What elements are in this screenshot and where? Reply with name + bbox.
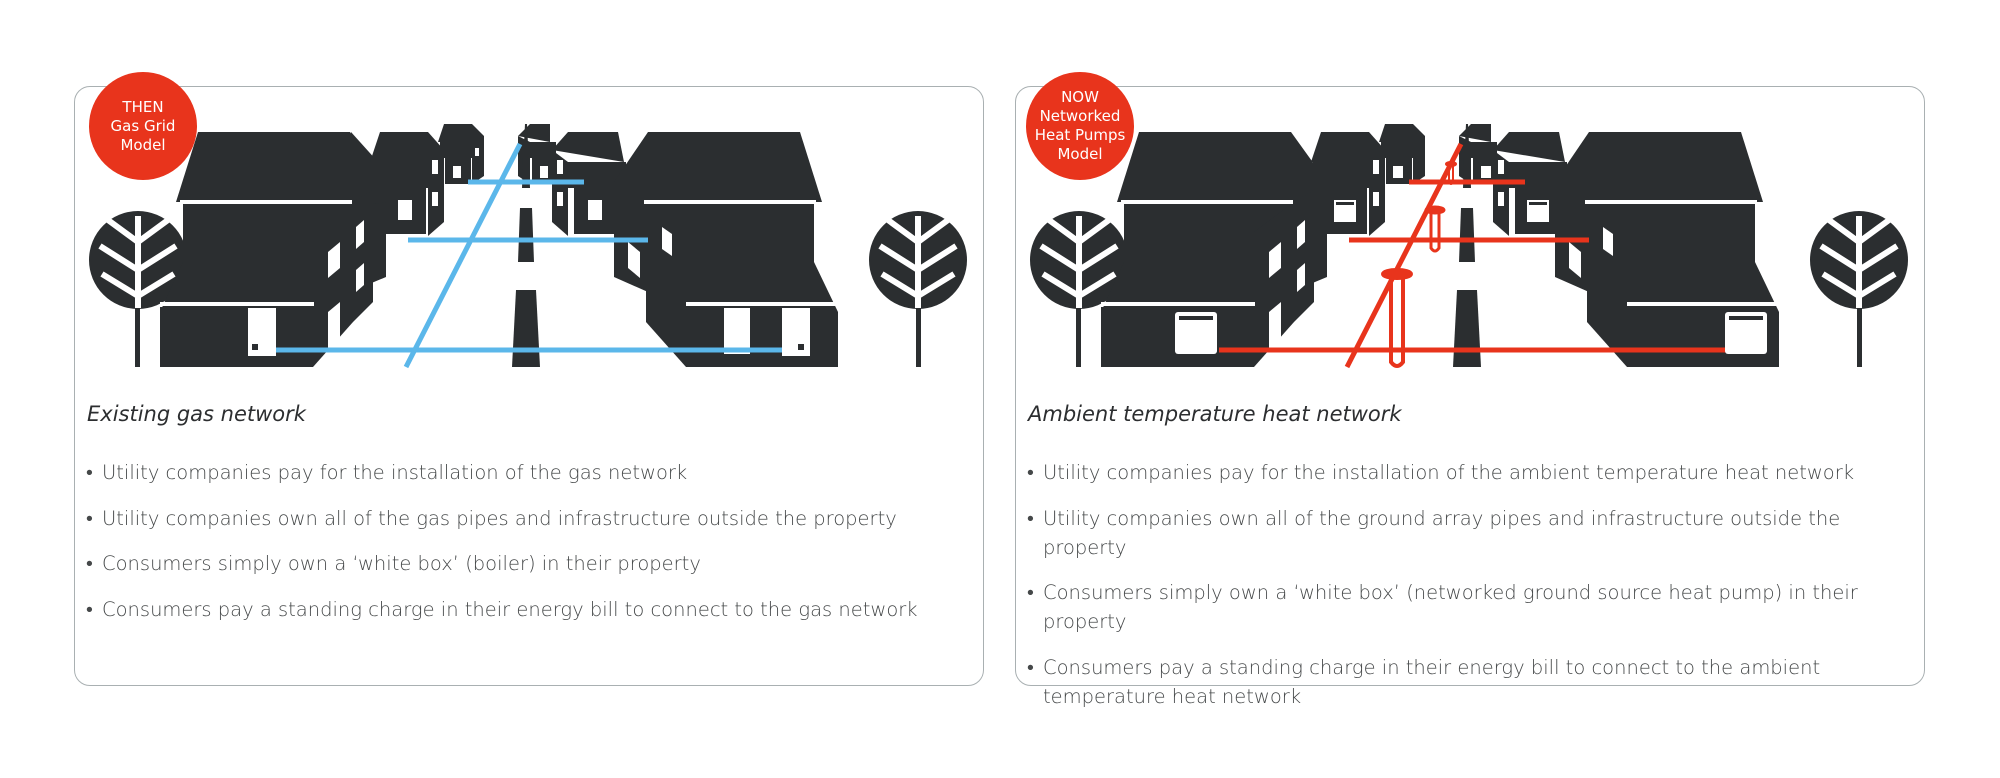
- heat-network-illustration: [1030, 124, 1908, 369]
- badge-line: Networked: [1039, 107, 1121, 125]
- heat-pump-box-icon: [1393, 166, 1403, 178]
- badge-line: Gas Grid: [110, 116, 176, 135]
- ground-array-icon: [1381, 268, 1413, 368]
- badge-line: Model: [1057, 145, 1103, 163]
- bullet-item: Consumers pay a standing charge in their…: [86, 595, 986, 624]
- bullet-item: Consumers simply own a ‘white box’ (netw…: [1027, 578, 1927, 636]
- houses: [1030, 124, 1908, 367]
- house-icon: [552, 132, 626, 236]
- white-box-boiler-icon: [248, 308, 276, 356]
- bullet-item: Consumers pay a standing charge in their…: [1027, 653, 1863, 711]
- heat-pump-box-icon: [1527, 200, 1549, 222]
- heat-network-heading: Ambient temperature heat network: [1028, 402, 1402, 426]
- now-badge: NOW Networked Heat Pumps Model: [1026, 72, 1134, 180]
- badge-line: THEN: [122, 97, 164, 116]
- badge-line: NOW: [1061, 88, 1099, 106]
- bullet-item: Utility companies own all of the gas pip…: [86, 504, 986, 533]
- then-badge: THEN Gas Grid Model: [89, 72, 197, 180]
- ground-array-icon: [1445, 161, 1457, 185]
- bullet-item: Utility companies own all of the ground …: [1027, 504, 1927, 562]
- gas-pipes: [273, 142, 788, 369]
- house-icon: [1555, 132, 1779, 367]
- house-icon: [1311, 132, 1385, 236]
- badge-line: Heat Pumps: [1034, 126, 1126, 144]
- houses: [89, 124, 967, 367]
- heat-pump-box-icon: [1334, 200, 1356, 222]
- heat-pump-box-icon: [1725, 312, 1767, 354]
- gas-network-bullets: Utility companies pay for the installati…: [86, 458, 986, 640]
- tree-icon: [869, 211, 967, 367]
- heat-pump-box-icon: [1175, 312, 1217, 354]
- badge-line: Model: [120, 135, 166, 154]
- tree-icon: [1810, 211, 1908, 367]
- house-icon: [160, 132, 386, 367]
- heat-network-bullets: Utility companies pay for the installati…: [1027, 458, 1927, 727]
- bullet-item: Consumers simply own a ‘white box’ (boil…: [86, 549, 986, 578]
- gas-network-heading: Existing gas network: [87, 402, 306, 426]
- ambient-heat-pipes: [1219, 142, 1729, 369]
- ground-array-icon: [1424, 205, 1446, 253]
- bullet-item: Utility companies pay for the installati…: [1027, 458, 1927, 487]
- house-icon: [1379, 124, 1425, 184]
- heat-pump-box-icon: [1481, 166, 1491, 178]
- white-box-boiler-icon: [782, 308, 810, 356]
- gas-network-illustration: [89, 124, 967, 369]
- bullet-item: Utility companies pay for the installati…: [86, 458, 986, 487]
- tree-icon: [1030, 211, 1128, 367]
- tree-icon: [89, 211, 187, 367]
